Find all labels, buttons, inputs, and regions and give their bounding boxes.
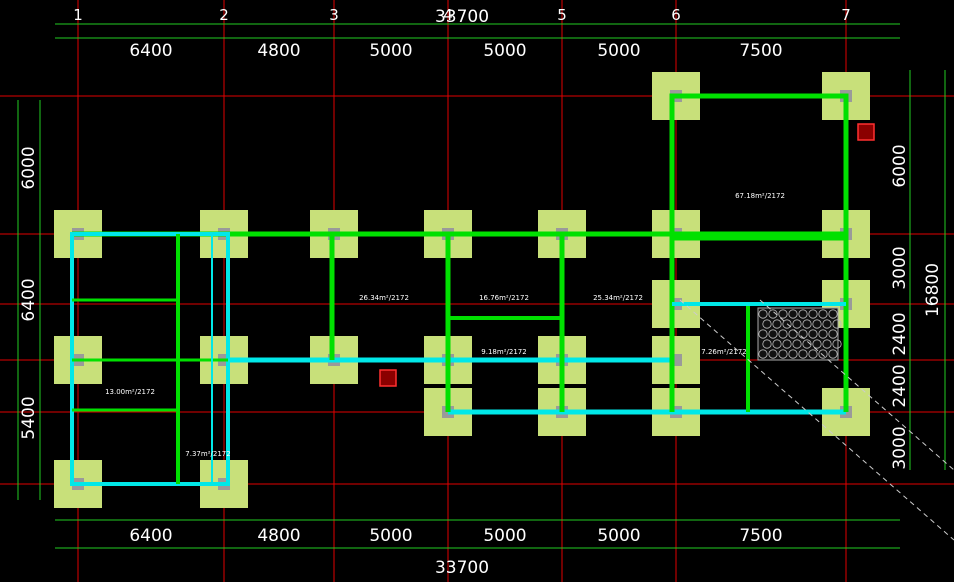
room-area-label: 7.37m²/2172 bbox=[185, 450, 230, 458]
planter-stone bbox=[802, 339, 812, 349]
planter-stone bbox=[802, 319, 812, 329]
planter-stone bbox=[798, 309, 808, 319]
planter-stone bbox=[818, 329, 828, 339]
room-area-label: 16.76m²/2172 bbox=[479, 294, 529, 302]
planter-stone bbox=[828, 329, 838, 339]
planter-stone bbox=[762, 319, 772, 329]
planter-stone bbox=[788, 349, 798, 359]
planter-hatch bbox=[757, 307, 842, 361]
planter-stone bbox=[768, 329, 778, 339]
span-dimension: 7500 bbox=[739, 41, 782, 61]
planter-stone bbox=[792, 319, 802, 329]
span-dimension: 4800 bbox=[257, 41, 300, 61]
left-dimension: 5400 bbox=[19, 396, 39, 439]
planter-stone bbox=[782, 319, 792, 329]
planter-stone bbox=[798, 349, 808, 359]
right-dimension: 2400 bbox=[890, 364, 910, 407]
planter-stone bbox=[818, 349, 828, 359]
top-span-dimensions: 6400 4800 5000 5000 5000 7500 bbox=[129, 41, 782, 61]
planter-stone bbox=[758, 349, 768, 359]
room-area-labels: 26.34m²/2172 16.76m²/2172 25.34m²/2172 67.1… bbox=[105, 192, 785, 458]
left-dimensions: 6000 6400 5400 bbox=[19, 146, 39, 439]
planter-stone bbox=[788, 329, 798, 339]
planter-stone bbox=[768, 349, 778, 359]
planter-stone bbox=[818, 309, 828, 319]
axis-labels: 1 2 3 4 5 6 7 bbox=[73, 6, 851, 24]
top-total-dimension: 33700 bbox=[435, 7, 489, 27]
walls bbox=[70, 93, 849, 486]
planter-stone bbox=[768, 309, 778, 319]
span-dimension: 5000 bbox=[597, 41, 640, 61]
room-area-label: 67.18m²/2172 bbox=[735, 192, 785, 200]
span-dimension: 5000 bbox=[369, 41, 412, 61]
planter-stone bbox=[758, 309, 768, 319]
planter-stone bbox=[772, 339, 782, 349]
planter-stone bbox=[832, 339, 842, 349]
span-dimension: 5000 bbox=[483, 526, 526, 546]
exit-markers bbox=[379, 123, 875, 387]
planter-stone bbox=[808, 329, 818, 339]
span-dimension: 5000 bbox=[369, 526, 412, 546]
planter-stone bbox=[808, 349, 818, 359]
planter-stone bbox=[778, 349, 788, 359]
right-dimension: 2400 bbox=[890, 312, 910, 355]
right-total-dimension: 16800 bbox=[923, 263, 943, 317]
planter-stone bbox=[822, 319, 832, 329]
left-dimension: 6400 bbox=[19, 278, 39, 321]
bottom-span-dimensions: 6400 4800 5000 5000 5000 7500 bbox=[129, 526, 782, 546]
planter-stone bbox=[792, 339, 802, 349]
axis-label-2: 2 bbox=[219, 6, 229, 24]
axis-label-3: 3 bbox=[329, 6, 339, 24]
left-dimension: 6000 bbox=[19, 146, 39, 189]
planter-stone bbox=[812, 339, 822, 349]
planter-stone bbox=[772, 319, 782, 329]
span-dimension: 6400 bbox=[129, 526, 172, 546]
span-dimension: 6400 bbox=[129, 41, 172, 61]
span-dimension: 4800 bbox=[257, 526, 300, 546]
planter-stone bbox=[762, 339, 772, 349]
right-dimension: 3000 bbox=[890, 426, 910, 469]
planter-stone bbox=[778, 329, 788, 339]
axis-label-4: 4 bbox=[443, 6, 453, 24]
diagonal-lines bbox=[679, 299, 954, 541]
room-area-label: 9.18m²/2172 bbox=[481, 348, 526, 356]
planter-stone bbox=[832, 319, 842, 329]
planter-stone bbox=[808, 309, 818, 319]
span-dimension: 5000 bbox=[483, 41, 526, 61]
planter-stone bbox=[828, 349, 838, 359]
axis-label-6: 6 bbox=[671, 6, 681, 24]
right-dimension: 3000 bbox=[890, 246, 910, 289]
axis-label-7: 7 bbox=[841, 6, 851, 24]
right-dimensions: 6000 3000 2400 2400 3000 bbox=[890, 144, 910, 469]
planter-stone bbox=[782, 339, 792, 349]
planter-stone bbox=[778, 309, 788, 319]
room-area-label: 13.00m²/2172 bbox=[105, 388, 155, 396]
room-area-label: 7.26m²/2172 bbox=[701, 348, 746, 356]
axis-label-5: 5 bbox=[557, 6, 567, 24]
planter-stone bbox=[758, 329, 768, 339]
bottom-total-dimension: 33700 bbox=[435, 558, 489, 578]
planter-stone bbox=[822, 339, 832, 349]
dimension-lines bbox=[17, 23, 946, 549]
planter-stone bbox=[812, 319, 822, 329]
planter-stone bbox=[828, 309, 838, 319]
planter-stone bbox=[788, 309, 798, 319]
room-area-label: 25.34m²/2172 bbox=[593, 294, 643, 302]
room-area-label: 26.34m²/2172 bbox=[359, 294, 409, 302]
span-dimension: 5000 bbox=[597, 526, 640, 546]
span-dimension: 7500 bbox=[739, 526, 782, 546]
axis-label-1: 1 bbox=[73, 6, 83, 24]
right-dimension: 6000 bbox=[890, 144, 910, 187]
